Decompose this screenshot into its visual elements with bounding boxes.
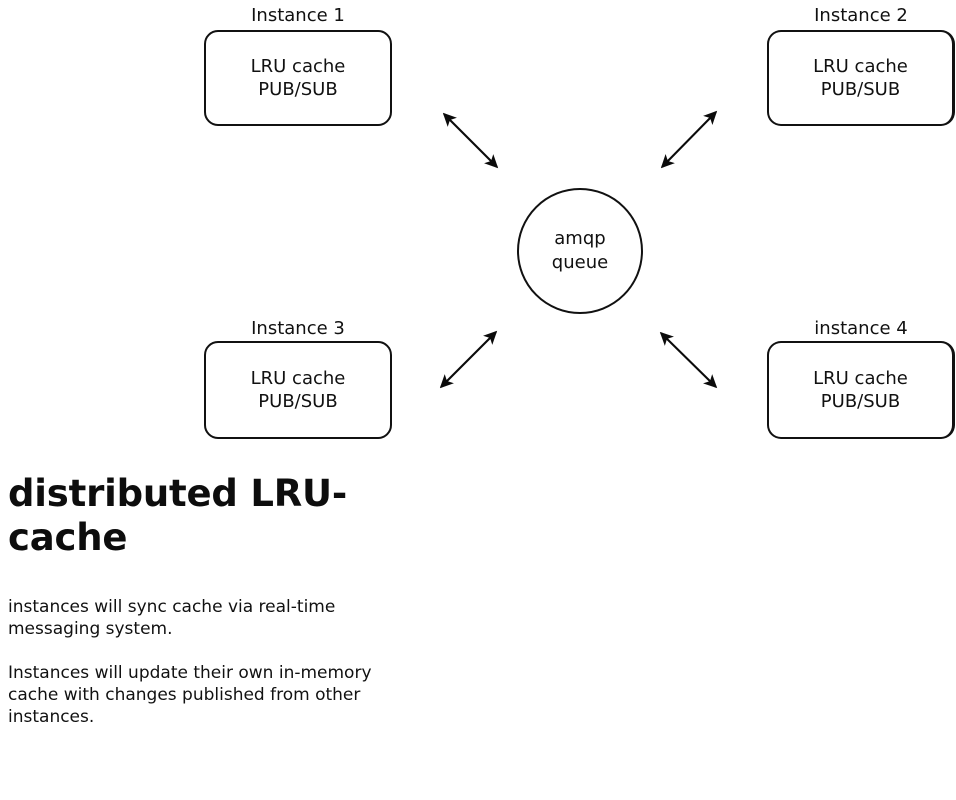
node-instance-1-label: Instance 1 [251, 5, 345, 26]
node-instance-3-line-2: PUB/SUB [258, 391, 338, 412]
node-instance-1-line-2: PUB/SUB [258, 79, 338, 100]
node-instance-3-box[interactable]: LRU cache PUB/SUB [204, 341, 392, 439]
node-instance-4-box[interactable]: LRU cache PUB/SUB [767, 341, 955, 439]
arrow-instance-2 [660, 110, 718, 169]
node-instance-4-label: instance 4 [814, 318, 908, 339]
node-instance-3-line-1: LRU cache [250, 368, 346, 389]
description-paragraph-1: instances will sync cache via real-time … [8, 597, 336, 639]
arrow-instance-3 [439, 330, 498, 389]
node-instance-1-line-1: LRU cache [250, 56, 346, 77]
node-amqp-queue-line-2: queue [551, 252, 609, 273]
node-instance-2-line-2: PUB/SUB [820, 79, 901, 100]
node-amqp-queue[interactable]: amqp queue [517, 188, 643, 314]
node-instance-1-box[interactable]: LRU cache PUB/SUB [204, 30, 392, 126]
arrow-instance-4 [659, 331, 718, 389]
description-block: distributed LRU-cache instances will syn… [8, 472, 408, 728]
node-instance-2-label: Instance 2 [814, 5, 908, 26]
node-instance-3-label: Instance 3 [251, 318, 345, 339]
node-instance-2-box[interactable]: LRU cache PUB/SUB [767, 30, 955, 126]
node-instance-4-line-1: LRU cache [813, 368, 908, 389]
node-amqp-queue-line-1: amqp [554, 228, 606, 249]
node-instance-3[interactable]: Instance 3 LRU cache PUB/SUB [198, 313, 398, 443]
arrow-instance-1 [442, 112, 499, 169]
node-instance-4[interactable]: instance 4 LRU cache PUB/SUB [761, 313, 956, 443]
page-title: distributed LRU-cache [8, 472, 348, 559]
node-instance-4-line-2: PUB/SUB [820, 391, 901, 412]
node-instance-2[interactable]: Instance 2 LRU cache PUB/SUB [761, 0, 956, 130]
node-instance-2-line-1: LRU cache [813, 56, 908, 77]
node-instance-1[interactable]: Instance 1 LRU cache PUB/SUB [198, 0, 398, 130]
description-paragraph-2: Instances will update their own in-memor… [8, 663, 372, 727]
